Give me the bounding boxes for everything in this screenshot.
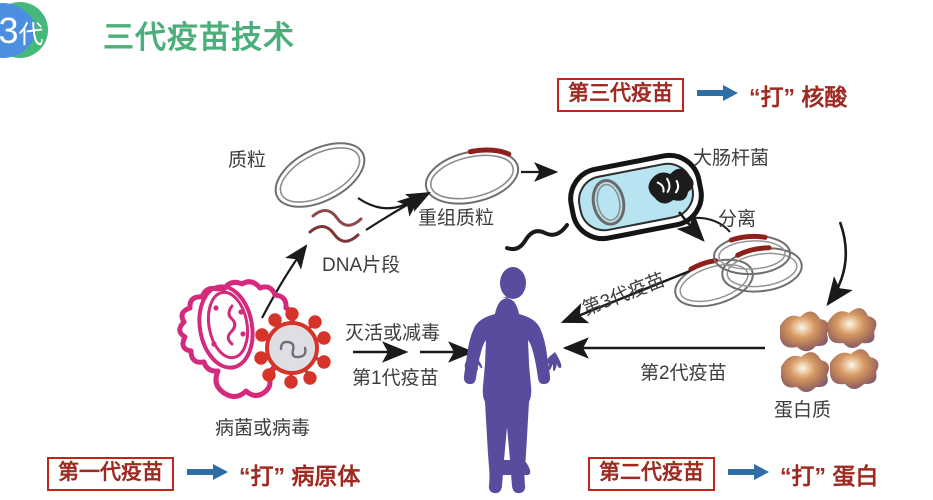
- right-arrow-icon: [187, 463, 229, 486]
- label-protein: 蛋白质: [774, 400, 832, 421]
- bacterium-icon: [177, 279, 297, 399]
- ecoli-flagellum-icon: [505, 223, 569, 252]
- callout-gen1-target: “打” 病原体: [239, 463, 361, 489]
- ecoli-icon: [568, 152, 704, 242]
- arrow-plasmid-to-recombinant: [357, 193, 422, 217]
- human-body-icon: [463, 267, 562, 494]
- callout-gen2-target: “打” 蛋白: [780, 463, 879, 489]
- recombinant-plasmid-icon: [424, 147, 520, 205]
- right-arrow-icon: [697, 84, 739, 107]
- label-vaccine-gen1: 第1代疫苗: [352, 368, 439, 389]
- right-arrow-icon: [728, 463, 770, 486]
- arrow-plasmid-to-protein: [826, 221, 853, 307]
- badge-unit: 代: [18, 21, 44, 49]
- arrow-pathogen-to-dna: [261, 244, 308, 319]
- label-recombinant-plasmid: 重组质粒: [418, 208, 495, 229]
- callout-gen1-box: 第一代疫苗: [47, 457, 174, 491]
- plasmid-icon: [274, 142, 366, 208]
- callout-gen3: 第三代疫苗 “打” 核酸: [557, 78, 847, 112]
- callout-gen2-box: 第二代疫苗: [588, 457, 715, 491]
- label-vaccine-gen2: 第2代疫苗: [640, 363, 727, 384]
- badge-number: 3: [0, 10, 19, 51]
- label-plasmid: 质粒: [228, 150, 267, 171]
- slide-header: 3代 三代疫苗技术: [0, 0, 933, 62]
- dna-fragment-icon: [308, 209, 363, 243]
- callout-gen2: 第二代疫苗 “打” 蛋白: [588, 457, 878, 491]
- page-title: 三代疫苗技术: [103, 20, 295, 55]
- arrow-separation: [676, 211, 705, 242]
- generation-badge: 3代: [0, 2, 96, 60]
- label-inactivation: 灭活或减毒: [345, 323, 441, 344]
- callout-gen3-box: 第三代疫苗: [557, 78, 684, 112]
- callout-gen3-target: “打” 核酸: [749, 84, 848, 110]
- label-pathogen: 病菌或病毒: [215, 418, 311, 439]
- label-separation: 分离: [718, 209, 757, 230]
- badge-label: 3代: [0, 8, 64, 56]
- label-vaccine-gen3: 第3代疫苗: [579, 269, 669, 321]
- isolated-plasmids-icon: [674, 233, 803, 308]
- virus-icon: [254, 307, 331, 389]
- protein-icon: [780, 308, 879, 392]
- callout-gen1: 第一代疫苗 “打” 病原体: [47, 457, 360, 491]
- label-ecoli: 大肠杆菌: [693, 148, 770, 169]
- label-dna-fragment: DNA片段: [322, 255, 401, 276]
